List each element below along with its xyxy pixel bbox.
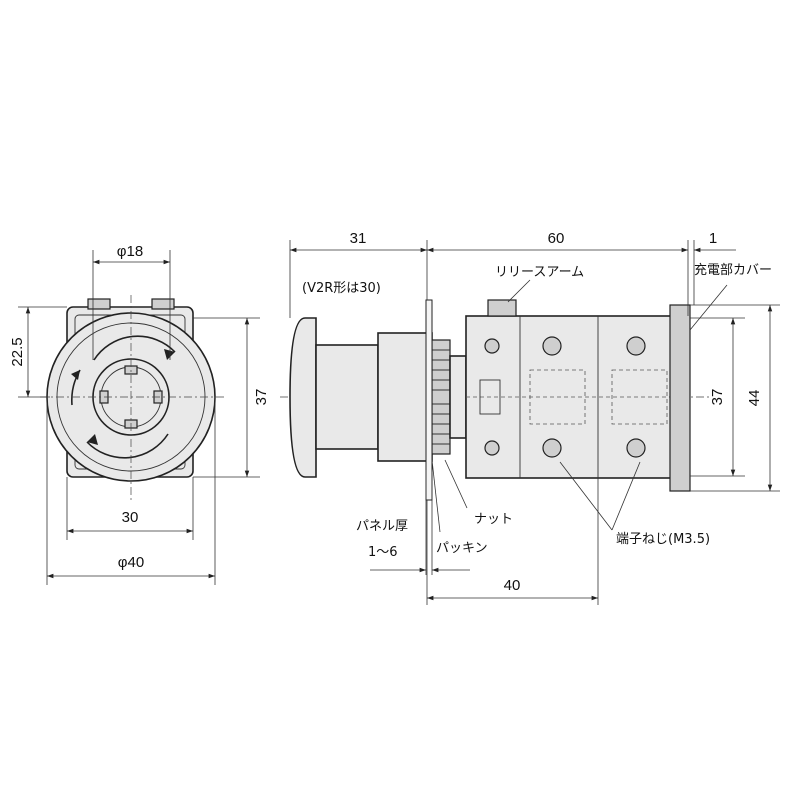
front-dimensions: φ18 22.5 37 30 φ40	[9, 243, 270, 585]
dim-37-front: 37	[253, 389, 270, 406]
label-nut: ナット	[474, 512, 513, 527]
rotation-arrow-icon	[86, 433, 169, 459]
dim-30: 30	[122, 509, 139, 526]
leaders	[431, 279, 728, 533]
terminal-screws	[484, 336, 646, 458]
dim-60: 60	[548, 230, 565, 247]
label-terminal-screw: 端子ねじ(M3.5)	[616, 532, 710, 547]
release-arm	[487, 299, 517, 317]
dim-40: 40	[504, 577, 521, 594]
knurled-nut	[431, 339, 451, 455]
label-packing: パッキン	[436, 541, 488, 556]
charged-cover	[669, 304, 691, 492]
rotation-arrow-icon	[93, 335, 176, 361]
panel	[425, 299, 433, 501]
label-panel-thickness: パネル厚	[356, 519, 408, 534]
dim-phi40: φ40	[118, 554, 144, 571]
label-charged-cover: 充電部カバー	[694, 262, 772, 278]
label-v2r-note: (V2R形は30)	[302, 281, 381, 296]
dim-37-side: 37	[709, 389, 726, 406]
front-view	[40, 295, 225, 500]
dim-31: 31	[350, 230, 367, 247]
side-dimensions: 31 60 1 37 44 40	[289, 230, 780, 605]
dim-22-5: 22.5	[9, 337, 26, 366]
dim-44: 44	[746, 390, 763, 407]
mushroom-head-side	[289, 317, 317, 478]
side-view	[280, 299, 710, 501]
dim-phi18: φ18	[117, 243, 143, 260]
label-panel-range: 1～6	[368, 545, 398, 560]
label-release-arm: リリースアーム	[495, 265, 584, 280]
contact-block	[465, 315, 689, 479]
dim-1: 1	[709, 230, 717, 247]
